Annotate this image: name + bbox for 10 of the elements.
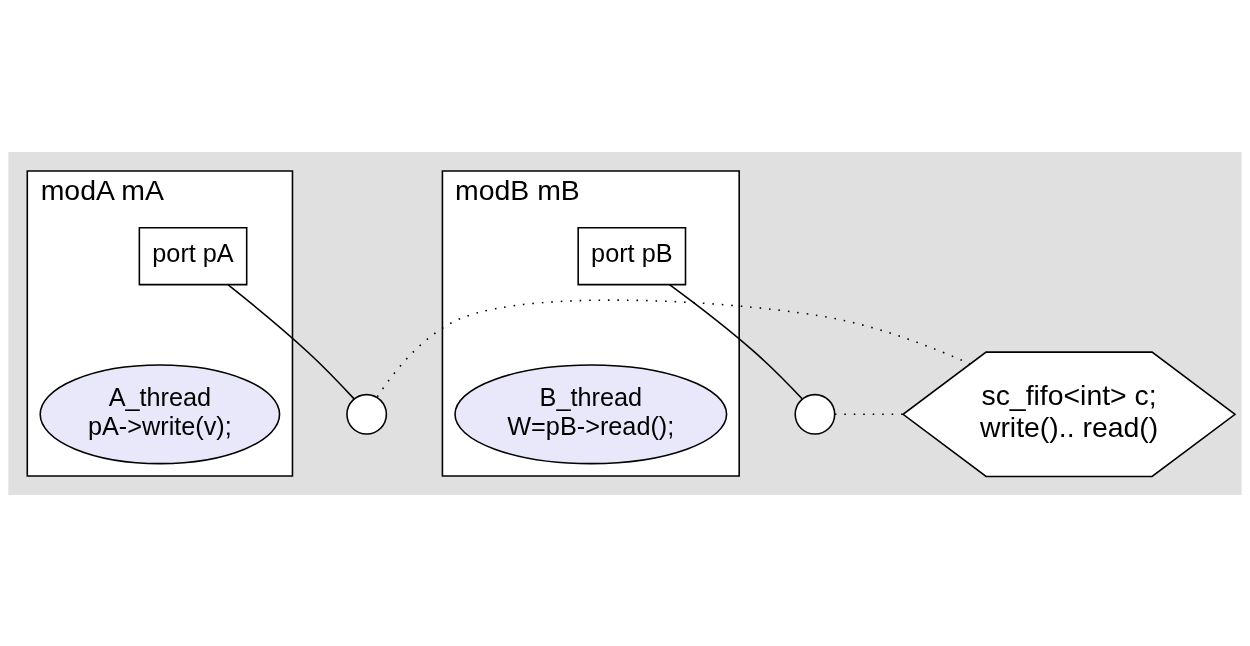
node-circle [794, 393, 836, 435]
connector [376, 298, 971, 397]
connector [834, 413, 904, 415]
connector [227, 283, 355, 400]
node-ellipse: B_thread W=pB->read(); [454, 363, 728, 464]
node-circle [346, 393, 388, 435]
node-ellipse: A_thread pA->write(v); [39, 363, 281, 464]
connector [668, 283, 803, 400]
node-box: port pB [577, 226, 687, 285]
node-box: port pA [138, 226, 248, 285]
